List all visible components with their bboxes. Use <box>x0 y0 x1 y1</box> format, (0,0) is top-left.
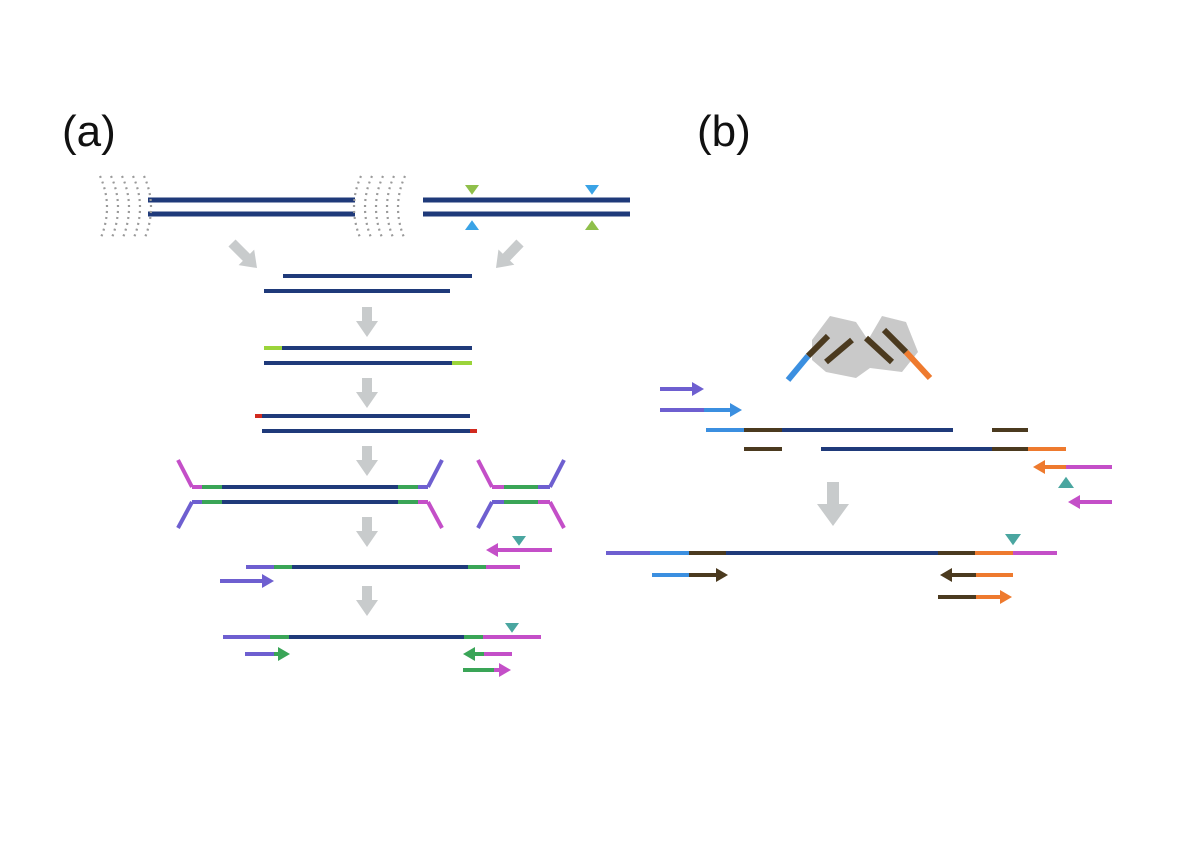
block-arrow-icon <box>356 446 378 476</box>
primer-arrowhead <box>940 568 952 582</box>
sound-wave-arc <box>385 175 396 241</box>
primer-arrowhead <box>1000 590 1012 604</box>
block-arrow-icon <box>356 307 378 337</box>
adapter-index-arm <box>176 459 194 488</box>
mosaic-end <box>805 333 831 359</box>
adapter-arm-blue <box>785 354 811 382</box>
block-arrow-icon-shape <box>496 239 524 268</box>
adapter-universal-arm <box>176 501 194 529</box>
adapter-universal-arm <box>426 459 444 488</box>
primer-arrowhead <box>262 574 274 588</box>
sound-wave-arc <box>374 175 385 241</box>
panel-label-b: (b) <box>697 107 751 156</box>
primer-arrowhead <box>692 382 704 396</box>
sound-wave-arc <box>142 175 153 241</box>
primer-arrowhead <box>486 543 498 557</box>
primer-arrowhead <box>730 403 742 417</box>
primer-arrowhead <box>716 568 728 582</box>
block-arrow-icon <box>228 239 257 268</box>
panel-b-tagmentation-workflow <box>606 316 1112 604</box>
adapter-arm-orange <box>903 349 933 381</box>
triangle-marker-icon <box>1058 476 1074 488</box>
primer-arrowhead <box>1068 495 1080 509</box>
triangle-cut-site-icon <box>465 220 479 230</box>
sound-wave-arc <box>396 175 407 241</box>
sound-wave-arc <box>352 175 363 241</box>
triangle-cut-site-icon <box>585 220 599 230</box>
mosaic-end <box>881 327 909 355</box>
sound-wave-arc <box>120 175 131 241</box>
block-arrow-icon-shape <box>228 239 257 268</box>
free-adapter-arm <box>548 459 566 488</box>
sound-wave-arc <box>109 175 120 241</box>
primer-arrowhead <box>499 663 511 677</box>
sound-wave-arcs-icon <box>98 175 407 241</box>
transposase-complex-icon <box>785 316 933 382</box>
free-adapter-arm <box>476 501 494 529</box>
primer-arrowhead <box>278 647 290 661</box>
triangle-cut-site-icon <box>465 185 479 195</box>
triangle-marker-icon <box>505 623 519 633</box>
mosaic-end <box>863 335 895 365</box>
sound-wave-arc <box>131 175 142 241</box>
block-arrow-icon <box>356 517 378 547</box>
panel-label-a: (a) <box>62 107 116 156</box>
block-arrow-icon <box>356 586 378 616</box>
adapter-index-arm <box>426 501 444 529</box>
panel-a-ligation-workflow <box>98 175 630 677</box>
block-arrow-icon <box>496 239 524 268</box>
mosaic-end <box>824 337 854 365</box>
sound-wave-arc <box>363 175 374 241</box>
triangle-marker-icon <box>512 536 526 546</box>
sound-wave-arc <box>98 175 109 241</box>
free-adapter-arm <box>548 501 566 529</box>
block-arrow-icon <box>817 482 849 526</box>
triangle-marker-icon <box>1005 534 1021 546</box>
primer-arrowhead <box>463 647 475 661</box>
triangle-cut-site-icon <box>585 185 599 195</box>
primer-arrowhead <box>1033 460 1045 474</box>
block-arrow-icon <box>356 378 378 408</box>
free-adapter-arm <box>476 459 494 488</box>
